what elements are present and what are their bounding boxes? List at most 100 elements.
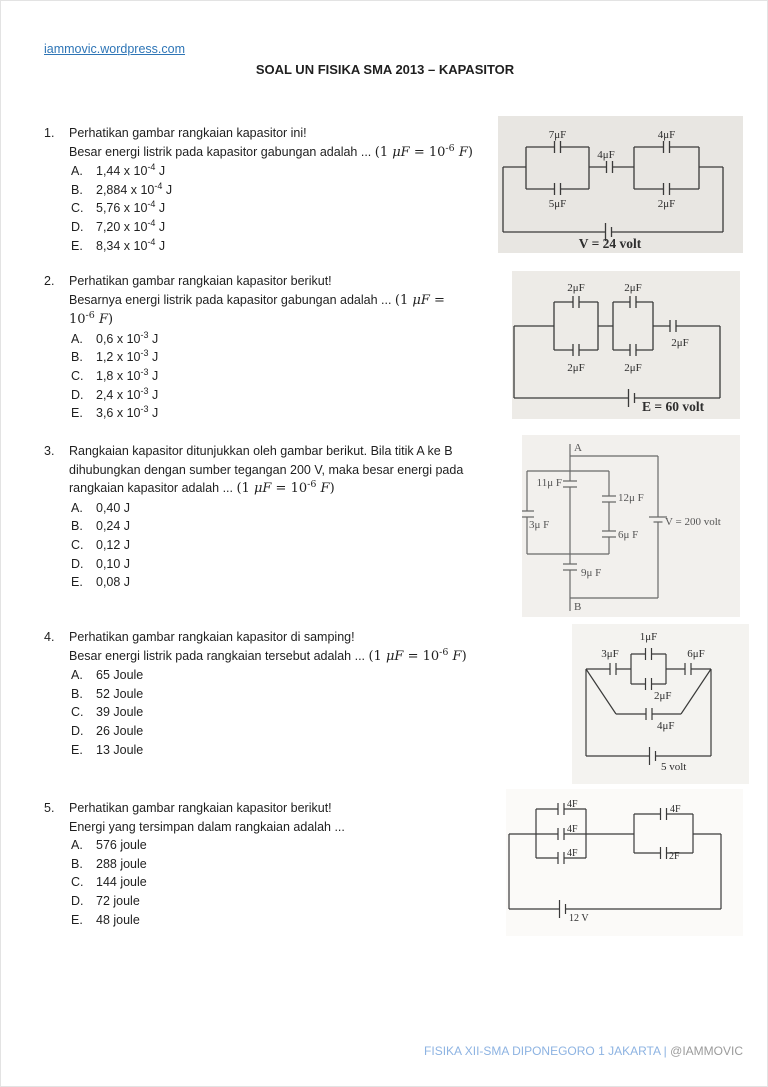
stem-text: Besarnya energi listrik pada kapasitor g… bbox=[69, 292, 395, 307]
option-value: 2,884 x 10-4 J bbox=[96, 181, 172, 200]
option-base: 48 joule bbox=[96, 912, 140, 927]
option-unit: J bbox=[162, 182, 173, 197]
option-C: C.5,76 x 10-4 J bbox=[69, 199, 524, 218]
option-D: D.72 joule bbox=[69, 892, 524, 911]
option-value: 48 joule bbox=[96, 911, 140, 930]
option-exponent: -3 bbox=[140, 385, 149, 396]
option-E: E.8,34 x 10-4 J bbox=[69, 237, 524, 256]
voltage-source-label: 12 V bbox=[569, 913, 589, 924]
question-5: 5. Perhatikan gambar rangkaian kapasitor … bbox=[44, 799, 524, 929]
question-number: 4. bbox=[44, 630, 55, 644]
option-value: 0,40 J bbox=[96, 499, 130, 518]
superscript: -6 bbox=[307, 479, 317, 491]
option-base: 0,08 J bbox=[96, 575, 131, 590]
circuit-1-wires bbox=[502, 141, 724, 241]
header-link[interactable]: iammovic.wordpress.com bbox=[44, 42, 186, 56]
option-letter: C. bbox=[71, 705, 84, 720]
option-letter: A. bbox=[71, 838, 83, 853]
option-A: A.0,6 x 10-3 J bbox=[69, 330, 524, 349]
battery-symbol bbox=[558, 900, 567, 918]
option-C: C.39 Joule bbox=[69, 703, 524, 722]
option-base: 3,6 x 10 bbox=[96, 406, 141, 421]
footer-school: FISIKA XII-SMA DIPONEGORO 1 JAKARTA bbox=[424, 1044, 661, 1058]
option-base: 5,76 x 10 bbox=[96, 201, 148, 216]
stem-text: Perhatikan gambar rangkaian kapasitor di… bbox=[69, 630, 355, 644]
option-E: E.3,6 x 10-3 J bbox=[69, 404, 524, 423]
stem-text: Perhatikan gambar rangkaian kapasitor be… bbox=[69, 274, 332, 288]
capacitor-label: 2μF bbox=[567, 282, 585, 294]
superscript: -6 bbox=[439, 646, 449, 658]
circuit-3-figure: A B 11μ F 3μ F 12μ F 6μ F 9μ F V = 200 v… bbox=[522, 435, 740, 617]
option-letter: C. bbox=[71, 368, 84, 383]
option-base: 65 Joule bbox=[96, 668, 144, 683]
capacitor-label: 4F bbox=[567, 799, 578, 810]
option-B: B.0,24 J bbox=[69, 517, 524, 536]
terminal-label-b: B bbox=[574, 601, 581, 613]
option-B: B. 1,2 x 10-3 J bbox=[69, 348, 524, 367]
question-stem-line: Rangkaian kapasitor ditunjukkan oleh gam… bbox=[69, 442, 524, 461]
capacitor-label: 2μF bbox=[671, 337, 689, 349]
option-unit: J bbox=[148, 331, 159, 346]
option-D: D.7,20 x 10-4 J bbox=[69, 218, 524, 237]
option-exponent: -3 bbox=[140, 329, 149, 340]
option-exponent: -4 bbox=[147, 236, 156, 247]
option-letter: C. bbox=[71, 875, 84, 890]
option-value: 5,76 x 10-4 J bbox=[96, 199, 165, 218]
voltage-source-label: E = 60 volt bbox=[642, 399, 705, 414]
option-value: 1,2 x 10-3 J bbox=[96, 348, 158, 367]
question-stem-line: Besar energi listrik pada rangkaian ters… bbox=[69, 647, 524, 667]
option-A: A.1,44 x 10-4 J bbox=[69, 162, 524, 181]
option-letter: B. bbox=[71, 182, 83, 197]
question-number: 5. bbox=[44, 801, 55, 815]
formula-text: ) bbox=[107, 312, 114, 328]
circuit-5-diagram: 4F 4F 4F 4F 2F 12 V bbox=[508, 799, 722, 924]
formula-text: = 10 bbox=[403, 648, 440, 664]
option-base: 576 joule bbox=[96, 838, 147, 853]
option-letter: D. bbox=[71, 893, 84, 908]
option-value: 0,24 J bbox=[96, 517, 130, 536]
capacitor-label: 4μF bbox=[597, 149, 615, 161]
option-B: B.288 joule bbox=[69, 855, 524, 874]
circuit-1-diagram: 7μF 4μF 4μF 5μF 2μF V = 24 volt bbox=[502, 129, 724, 251]
question-number: 3. bbox=[44, 444, 55, 458]
stem-text: Rangkaian kapasitor ditunjukkan oleh gam… bbox=[69, 444, 453, 458]
capacitor-label: 5μF bbox=[549, 198, 567, 210]
formula-text: ) bbox=[329, 481, 335, 497]
formula-text: = 10 bbox=[409, 144, 446, 160]
option-exponent: -4 bbox=[147, 162, 156, 173]
option-base: 13 Joule bbox=[96, 742, 144, 757]
option-unit: J bbox=[148, 350, 159, 365]
option-base: 0,6 x 10 bbox=[96, 331, 141, 346]
formula-text: ) bbox=[461, 648, 467, 664]
option-letter: E. bbox=[71, 575, 83, 590]
option-letter: B. bbox=[71, 686, 83, 701]
question-stem-line: Perhatikan gambar rangkaian kapasitor be… bbox=[69, 799, 524, 818]
option-letter: B. bbox=[71, 350, 83, 365]
option-letter: A. bbox=[71, 500, 83, 515]
option-E: E.48 joule bbox=[69, 911, 524, 930]
option-value: 8,34 x 10-4 J bbox=[96, 237, 165, 256]
capacitor-label: 1μF bbox=[640, 631, 658, 643]
capacitor-label: 2F bbox=[669, 851, 680, 862]
capacitor-label: 2μF bbox=[624, 282, 642, 294]
stem-text: Perhatikan gambar rangkaian kapasitor be… bbox=[69, 801, 332, 815]
footer-separator: | bbox=[660, 1044, 671, 1058]
question-1: 1.Perhatikan gambar rangkaian kapasitor … bbox=[44, 124, 524, 255]
page-title: SOAL UN FISIKA SMA 2013 – KAPASITOR bbox=[255, 62, 515, 77]
option-value: 26 Joule bbox=[96, 722, 143, 741]
circuit-5-wires bbox=[508, 803, 722, 918]
question-stem-line: Besar energi listrik pada kapasitor gabu… bbox=[69, 143, 524, 163]
option-base: 0,10 J bbox=[96, 556, 131, 571]
formula-text: μF bbox=[385, 648, 404, 664]
option-base: 1,8 x 10 bbox=[96, 368, 141, 383]
option-base: 7,20 x 10 bbox=[96, 219, 148, 234]
stem-text: Besar energi listrik pada kapasitor gabu… bbox=[69, 144, 375, 159]
option-unit: J bbox=[155, 164, 166, 179]
capacitor-label: 4F bbox=[567, 824, 578, 835]
option-C: C.1,8 x 10-3 J bbox=[69, 367, 524, 386]
option-value: 288 joule bbox=[96, 855, 147, 874]
option-D: D.0,10 J bbox=[69, 555, 524, 574]
question-stem-line: Perhatikan gambar rangkaian kapasitor in… bbox=[69, 124, 524, 143]
